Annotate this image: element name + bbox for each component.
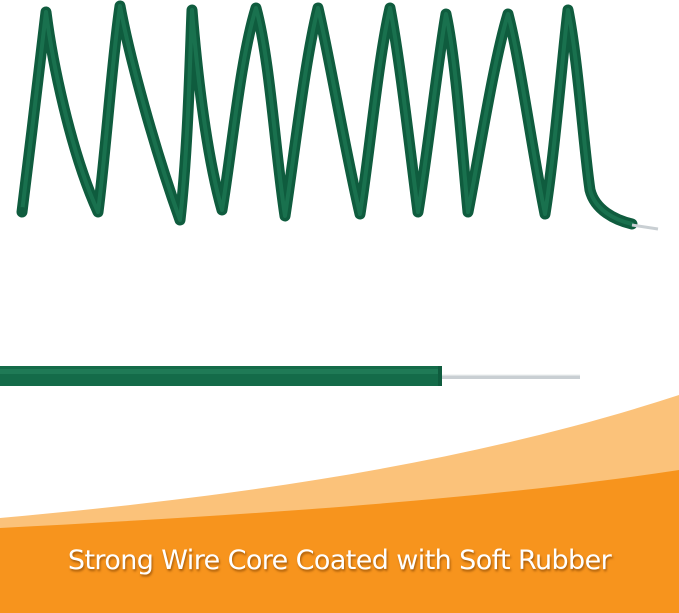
banner bbox=[0, 395, 679, 613]
caption-text: Strong Wire Core Coated with Soft Rubber bbox=[67, 545, 612, 576]
straight-wire bbox=[0, 366, 580, 386]
coiled-wire bbox=[16, 0, 659, 231]
